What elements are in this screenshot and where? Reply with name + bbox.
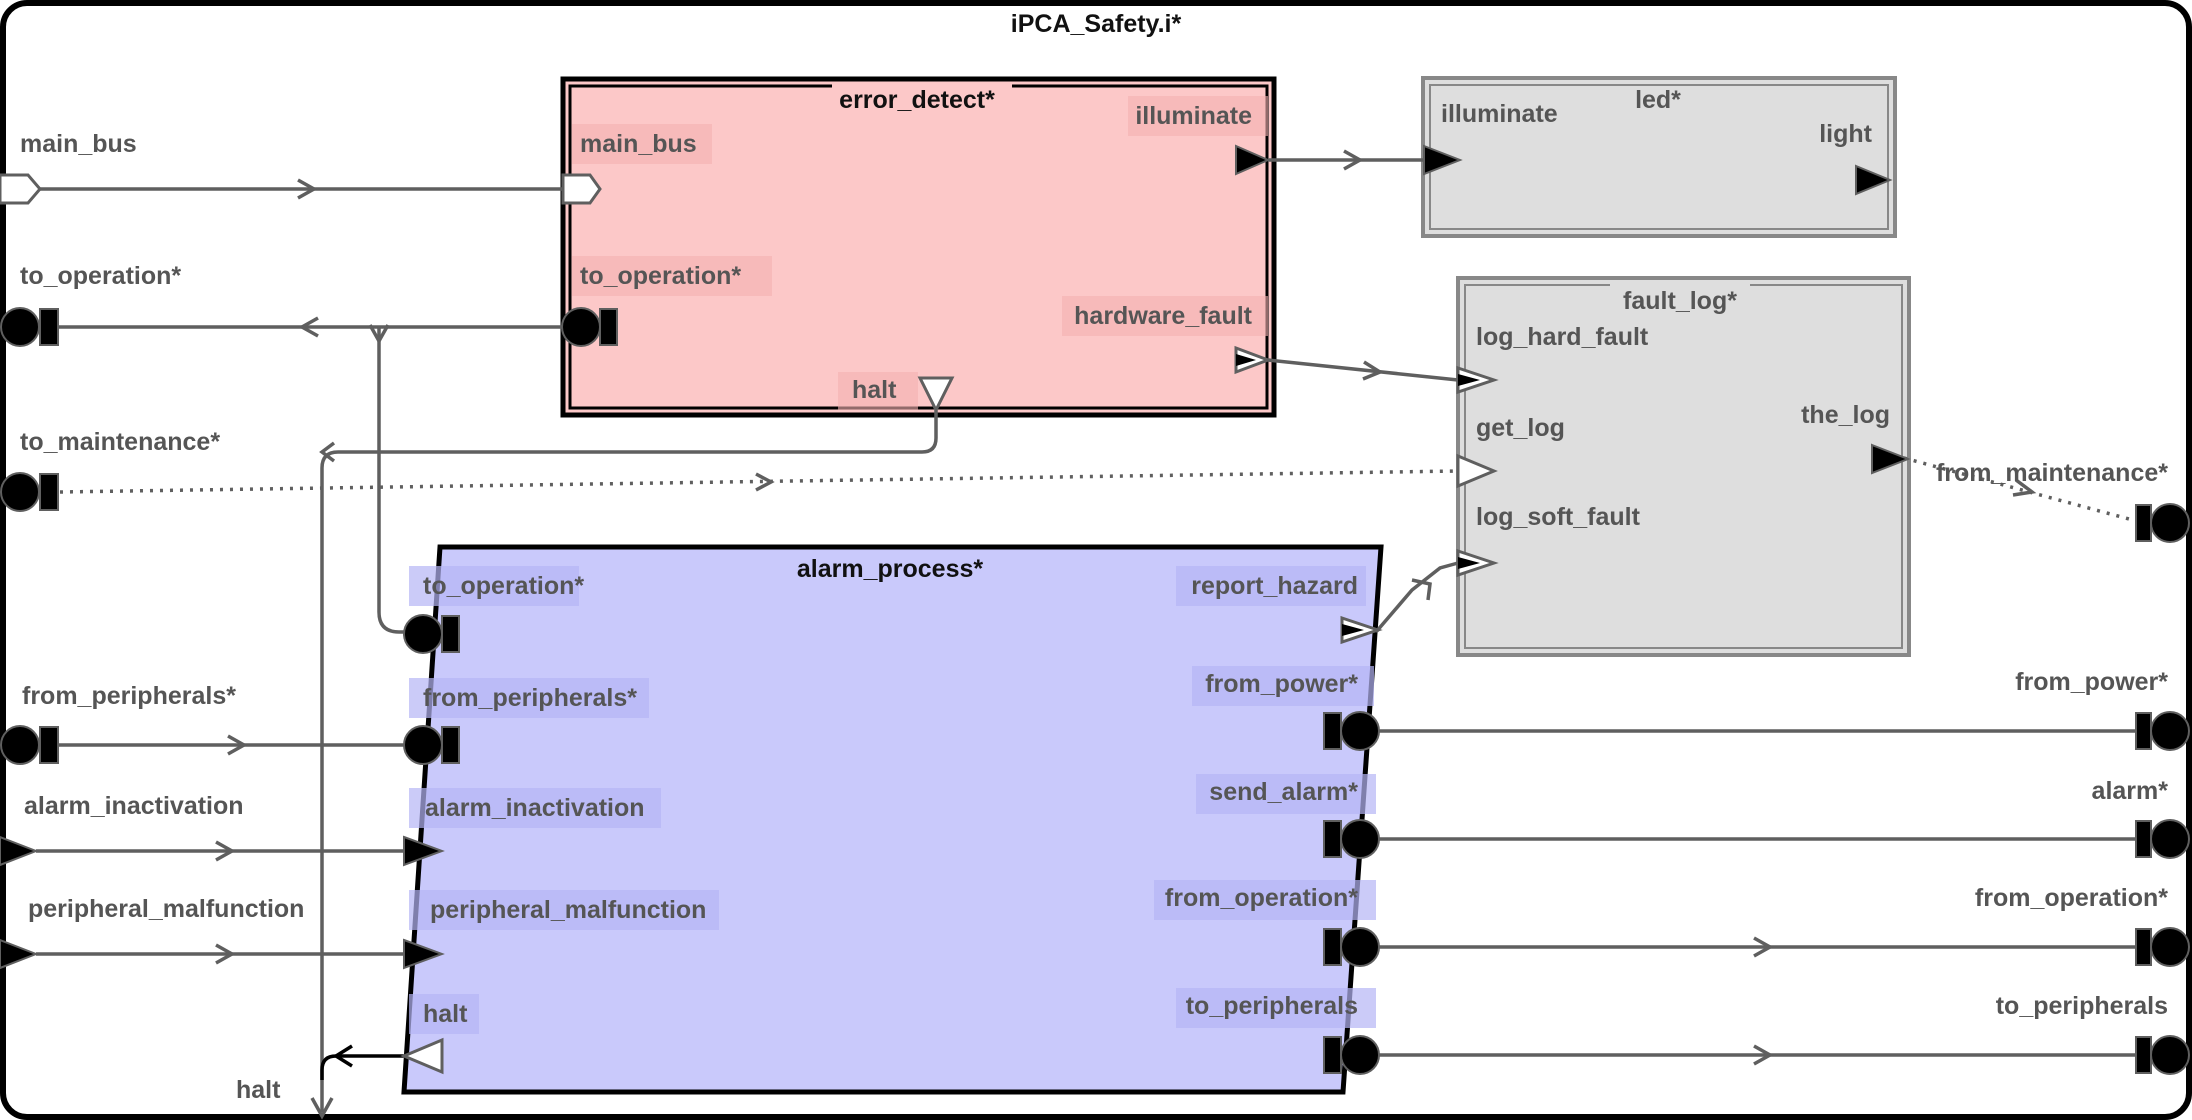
- led-component[interactable]: led* illuminate light: [1421, 76, 1897, 238]
- connection-to-operation-branch[interactable]: [377, 327, 412, 634]
- outer-port-from-operation[interactable]: from_operation*: [1975, 884, 2190, 967]
- outer-from-maintenance-label: from_maintenance*: [1936, 459, 2168, 487]
- alarm-process-from-power-port[interactable]: [1323, 711, 1380, 751]
- connections: [36, 149, 2141, 1120]
- outer-port-main-bus[interactable]: main_bus: [0, 130, 137, 205]
- led-illuminate-port[interactable]: [1423, 144, 1463, 176]
- fault-log-component[interactable]: fault_log* log_hard_fault get_log log_so…: [1456, 276, 1911, 657]
- alarm-process-report-hazard-label: report_hazard: [1191, 572, 1358, 600]
- alarm-process-halt-label: halt: [423, 1000, 468, 1028]
- outer-port-from-power[interactable]: from_power*: [2015, 668, 2190, 751]
- fault-log-log-soft-fault-label: log_soft_fault: [1476, 503, 1641, 531]
- alarm-process-from-operation-label: from_operation*: [1165, 884, 1358, 912]
- error-detect-halt-port[interactable]: [917, 376, 955, 414]
- alarm-process-alarm-inactivation-label: alarm_inactivation: [425, 794, 645, 822]
- error-detect-to-operation-label: to_operation*: [580, 262, 741, 290]
- alarm-process-from-peripherals-label: from_peripherals*: [423, 684, 637, 712]
- error-detect-halt-label: halt: [852, 376, 897, 404]
- connection-the-log[interactable]: [1903, 456, 2141, 524]
- outer-peripheral-malfunction-label: peripheral_malfunction: [28, 895, 304, 923]
- led-title: led*: [1635, 86, 1681, 114]
- alarm-process-send-alarm-port[interactable]: [1323, 819, 1380, 859]
- outer-alarm-inactivation-label: alarm_inactivation: [24, 792, 244, 820]
- fault-log-get-log-label: get_log: [1476, 414, 1565, 442]
- fault-log-get-log-port[interactable]: [1456, 453, 1498, 489]
- alarm-process-title: alarm_process*: [797, 555, 984, 583]
- outer-port-to-operation[interactable]: to_operation*: [0, 262, 181, 347]
- fault-log-the-log-label: the_log: [1801, 401, 1890, 429]
- error-detect-illuminate-port[interactable]: [1235, 144, 1271, 176]
- fault-log-log-hard-fault-port[interactable]: [1456, 365, 1499, 395]
- error-detect-title: error_detect*: [839, 86, 995, 114]
- outer-alarm-label: alarm*: [2092, 777, 2169, 805]
- outer-port-from-peripherals[interactable]: from_peripherals*: [0, 682, 236, 765]
- error-detect-to-operation-port[interactable]: [561, 307, 618, 347]
- outer-port-to-maintenance[interactable]: to_maintenance*: [0, 428, 220, 512]
- connection-halt[interactable]: [320, 410, 938, 1112]
- alarm-process-peripheral-malfunction-port[interactable]: [403, 938, 445, 970]
- error-detect-main-bus-port[interactable]: [561, 173, 602, 205]
- outer-port-to-peripherals[interactable]: to_peripherals: [1996, 992, 2190, 1075]
- system-title: iPCA_Safety.i*: [1011, 10, 1182, 38]
- fault-log-log-soft-fault-port[interactable]: [1456, 548, 1499, 578]
- outer-main-bus-label: main_bus: [20, 130, 137, 158]
- outer-port-halt[interactable]: halt: [236, 1076, 281, 1104]
- outer-from-power-label: from_power*: [2015, 668, 2168, 696]
- alarm-process-from-operation-port[interactable]: [1323, 927, 1380, 967]
- led-light-label: light: [1819, 120, 1872, 148]
- fault-log-the-log-port[interactable]: [1871, 443, 1911, 475]
- error-detect-hardware-fault-port[interactable]: [1234, 345, 1273, 375]
- fault-log-title: fault_log*: [1623, 287, 1737, 315]
- outer-to-maintenance-label: to_maintenance*: [20, 428, 220, 456]
- alarm-process-halt-port[interactable]: [400, 1037, 444, 1075]
- alarm-process-to-operation-label: to_operation*: [423, 572, 584, 600]
- fault-log-log-hard-fault-label: log_hard_fault: [1476, 323, 1649, 351]
- error-detect-main-bus-label: main_bus: [580, 130, 697, 158]
- connection-report-hazard[interactable]: [1374, 561, 1459, 634]
- alarm-process-component[interactable]: alarm_process* to_operation* from_periph…: [401, 544, 1384, 1095]
- alarm-process-to-peripherals-port[interactable]: [1323, 1035, 1380, 1075]
- outer-to-operation-label: to_operation*: [20, 262, 181, 290]
- alarm-process-from-power-label: from_power*: [1205, 670, 1358, 698]
- alarm-process-alarm-inactivation-port[interactable]: [403, 835, 445, 867]
- alarm-process-from-peripherals-port[interactable]: [403, 725, 460, 765]
- led-illuminate-label: illuminate: [1441, 100, 1558, 128]
- error-detect-component[interactable]: error_detect* main_bus to_operation* ill…: [560, 76, 1277, 418]
- outer-port-alarm-inactivation[interactable]: alarm_inactivation: [0, 792, 244, 867]
- outer-port-peripheral-malfunction[interactable]: peripheral_malfunction: [0, 895, 304, 970]
- outer-from-operation-label: from_operation*: [1975, 884, 2168, 912]
- outer-to-peripherals-label: to_peripherals: [1996, 992, 2168, 1020]
- alarm-process-to-operation-port[interactable]: [403, 614, 460, 654]
- alarm-process-peripheral-malfunction-label: peripheral_malfunction: [430, 896, 706, 924]
- alarm-process-to-peripherals-label: to_peripherals: [1186, 992, 1358, 1020]
- led-light-port[interactable]: [1855, 164, 1893, 196]
- outer-halt-label: halt: [236, 1076, 281, 1104]
- connection-hardware-fault[interactable]: [1267, 358, 1459, 382]
- outer-port-from-maintenance[interactable]: from_maintenance*: [1936, 459, 2190, 543]
- error-detect-illuminate-label: illuminate: [1135, 102, 1252, 130]
- alarm-process-report-hazard-port[interactable]: [1340, 615, 1383, 645]
- outer-from-peripherals-label: from_peripherals*: [22, 682, 236, 710]
- alarm-process-send-alarm-label: send_alarm*: [1209, 778, 1358, 806]
- error-detect-hardware-fault-label: hardware_fault: [1074, 302, 1253, 330]
- outer-port-alarm[interactable]: alarm*: [2092, 777, 2190, 859]
